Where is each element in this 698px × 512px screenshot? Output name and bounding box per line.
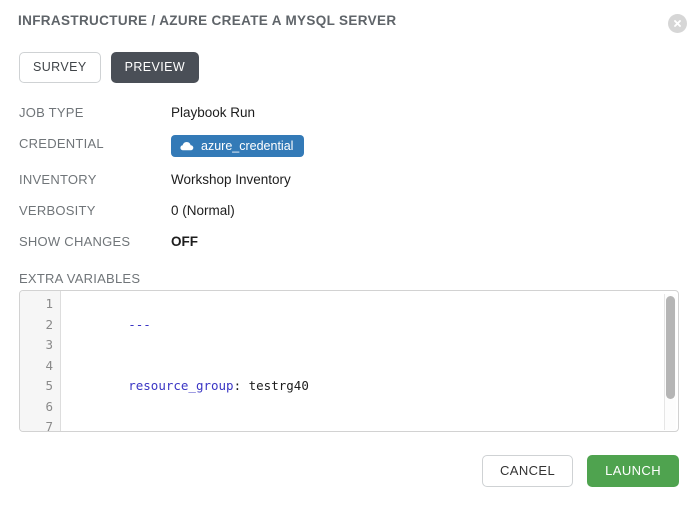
dialog-header: INFRASTRUCTURE / AZURE CREATE A MYSQL SE…	[18, 13, 680, 37]
job-details: JOB TYPE Playbook Run CREDENTIAL azure_c…	[19, 104, 679, 251]
line-number: 4	[45, 357, 53, 373]
credential-badge[interactable]: azure_credential	[171, 135, 305, 157]
label-inventory: INVENTORY	[19, 172, 97, 187]
editor-code-area[interactable]: --- resource_group: testrg40 location: e…	[61, 291, 678, 431]
detail-row-inventory: INVENTORY Workshop Inventory	[19, 171, 679, 189]
code-line: resource_group: testrg40	[68, 356, 678, 418]
tab-preview[interactable]: PREVIEW	[110, 52, 200, 83]
close-icon[interactable]	[668, 14, 687, 33]
value-show-changes: OFF	[171, 234, 198, 249]
line-number: 2	[45, 316, 53, 332]
credential-badge-label: azure_credential	[201, 139, 294, 153]
code-doc-marker: ---	[128, 316, 151, 332]
code-line: ---	[68, 294, 678, 356]
launch-button[interactable]: LAUNCH	[587, 455, 679, 487]
code-key: resource_group	[128, 378, 234, 393]
label-job-type: JOB TYPE	[19, 105, 84, 120]
label-credential: CREDENTIAL	[19, 136, 104, 151]
editor-scrollbar[interactable]	[664, 294, 676, 430]
dialog-footer: CANCEL LAUNCH	[482, 455, 679, 487]
code-line: location: eastus	[68, 417, 678, 431]
dialog-tabs: SURVEY PREVIEW	[19, 52, 200, 83]
code-value: testrg40	[241, 378, 309, 393]
tab-survey[interactable]: SURVEY	[19, 52, 101, 83]
line-number: 7	[45, 419, 53, 432]
cloud-icon	[180, 142, 194, 151]
detail-row-verbosity: VERBOSITY 0 (Normal)	[19, 202, 679, 220]
line-number: 6	[45, 398, 53, 414]
label-verbosity: VERBOSITY	[19, 203, 96, 218]
value-inventory: Workshop Inventory	[171, 172, 291, 187]
detail-row-job-type: JOB TYPE Playbook Run	[19, 104, 679, 122]
detail-row-credential: CREDENTIAL azure_credential	[19, 135, 679, 157]
line-number: 5	[45, 378, 53, 393]
page-title: INFRASTRUCTURE / AZURE CREATE A MYSQL SE…	[18, 13, 397, 28]
label-extra-variables: EXTRA VARIABLES	[19, 271, 141, 286]
code-sep: :	[233, 378, 242, 393]
editor-scrollbar-thumb[interactable]	[666, 296, 675, 399]
cancel-button[interactable]: CANCEL	[482, 455, 574, 487]
value-verbosity: 0 (Normal)	[171, 203, 235, 218]
value-credential: azure_credential	[171, 135, 305, 157]
value-job-type: Playbook Run	[171, 105, 256, 120]
label-show-changes: SHOW CHANGES	[19, 234, 131, 249]
line-number: 3	[45, 337, 53, 352]
line-number: 1	[45, 296, 53, 311]
editor-gutter: 1 2 3 4 5 6 7	[20, 291, 61, 431]
close-x-glyph	[674, 20, 681, 27]
extra-variables-editor[interactable]: 1 2 3 4 5 6 7 --- resource_group: testrg…	[19, 290, 679, 432]
detail-row-show-changes: SHOW CHANGES OFF	[19, 233, 679, 251]
